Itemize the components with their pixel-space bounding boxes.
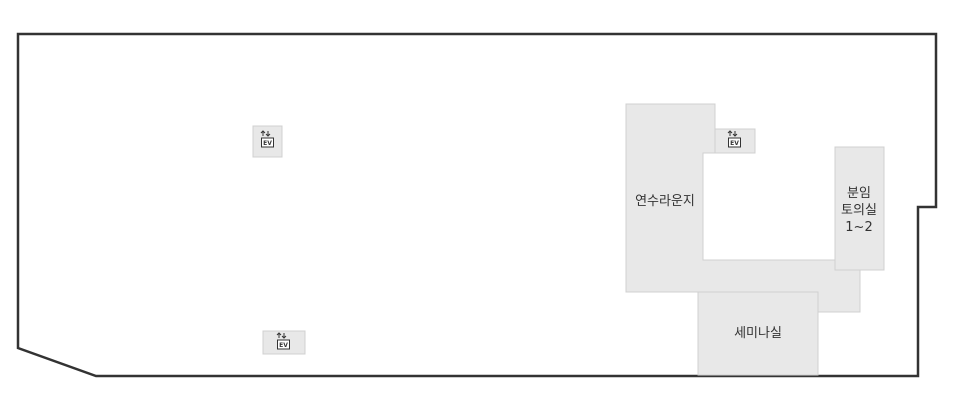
meeting-room-shape [834,146,885,271]
seminar-room-label: 세미나실 [734,326,782,341]
room-seminar[interactable]: 세미나실 [697,291,819,376]
lounge-label: 연수라운지 [635,194,695,209]
room-meeting[interactable]: 분임 토의실 1~2 [834,146,885,271]
elevator-2-label: EV [730,140,739,147]
seminar-room-shape [697,291,819,376]
elevator-3-label: EV [279,342,288,349]
meeting-room-label-line3: 1~2 [845,220,872,235]
elevator-1[interactable]: EV [252,125,283,158]
elevator-icon: EV [260,130,274,148]
elevator-icon: EV [276,332,290,350]
elevator-icon: EV [727,130,741,148]
meeting-room-label-line1: 분임 [847,186,871,201]
elevator-1-label: EV [263,140,272,147]
elevator-2[interactable]: EV [714,128,756,154]
meeting-room-label-line2: 토의실 [841,203,877,218]
elevator-3[interactable]: EV [262,330,306,355]
